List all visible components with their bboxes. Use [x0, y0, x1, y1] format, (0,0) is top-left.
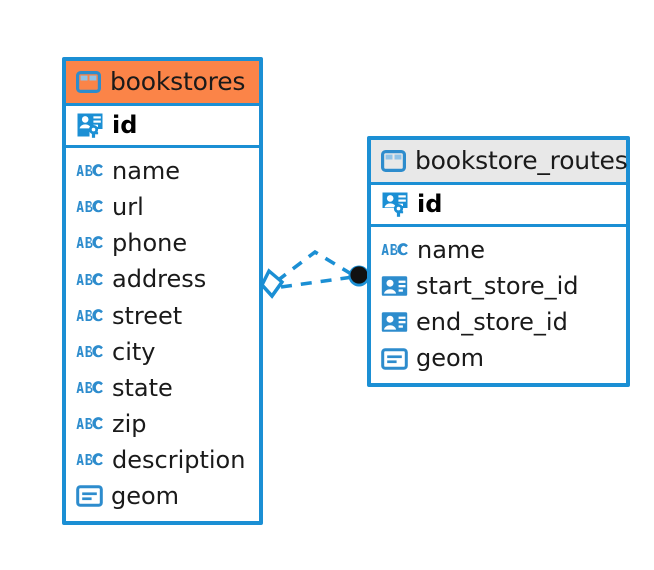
text-abc-icon: [76, 307, 104, 325]
foreign-key-icon: [381, 311, 408, 333]
field-row-name[interactable]: name: [371, 232, 626, 268]
field-row-address[interactable]: address: [66, 261, 259, 297]
text-abc-icon: [76, 343, 104, 361]
field-label: start_store_id: [416, 272, 579, 301]
foreign-key-icon: [381, 275, 408, 297]
text-abc-icon: [76, 271, 104, 289]
entity-bookstore-routes[interactable]: bookstore_routes: [367, 136, 630, 387]
entity-header-bookstore-routes[interactable]: bookstore_routes: [371, 140, 628, 182]
field-row-state[interactable]: state: [66, 370, 259, 406]
field-row-city[interactable]: city: [66, 334, 259, 370]
field-row-description[interactable]: description: [66, 442, 259, 478]
field-label: id: [112, 111, 138, 139]
field-row-primary-key[interactable]: id: [371, 182, 626, 227]
field-row-name[interactable]: name: [66, 153, 259, 189]
field-row-start-store-id[interactable]: start_store_id: [371, 268, 626, 304]
field-label: zip: [112, 410, 147, 439]
entity-title: bookstores: [110, 67, 246, 96]
text-abc-icon: [76, 451, 104, 469]
table-icon: [76, 70, 101, 93]
primary-key-icon: [381, 191, 409, 217]
entity-header-bookstores[interactable]: bookstores: [66, 61, 259, 103]
field-row-zip[interactable]: zip: [66, 406, 259, 442]
field-list-bookstores: name url: [66, 148, 259, 521]
field-row-geom[interactable]: geom: [371, 340, 626, 376]
field-label: geom: [111, 482, 180, 511]
field-label: description: [112, 446, 246, 475]
text-abc-icon: [76, 415, 104, 433]
field-row-street[interactable]: street: [66, 298, 259, 334]
text-abc-icon: [76, 234, 104, 252]
geometry-icon: [381, 347, 408, 370]
text-abc-icon: [381, 241, 409, 259]
text-abc-icon: [76, 379, 104, 397]
field-label: street: [112, 301, 183, 330]
primary-key-icon: [76, 112, 104, 138]
field-row-phone[interactable]: phone: [66, 225, 259, 261]
field-label: address: [112, 265, 207, 294]
table-icon: [381, 149, 406, 172]
field-label: name: [112, 157, 181, 185]
field-row-geom[interactable]: geom: [66, 478, 259, 514]
field-label: state: [112, 373, 173, 402]
text-abc-icon: [76, 162, 104, 180]
relationship-edge-arc: [275, 249, 354, 283]
field-label: name: [417, 236, 486, 264]
field-row-end-store-id[interactable]: end_store_id: [371, 304, 626, 340]
diamond-endpoint: [259, 268, 285, 299]
geometry-icon: [76, 485, 103, 508]
field-label: geom: [416, 344, 485, 373]
field-list-bookstore-routes: name start_store_id: [371, 227, 626, 383]
field-label: url: [112, 193, 144, 222]
relationship-edge-straight: [280, 275, 354, 289]
entity-bookstores[interactable]: bookstores: [62, 57, 263, 525]
field-row-url[interactable]: url: [66, 189, 259, 225]
field-label: id: [417, 190, 443, 218]
entity-title: bookstore_routes: [415, 146, 628, 175]
field-row-primary-key[interactable]: id: [66, 103, 259, 148]
text-abc-icon: [76, 198, 104, 216]
field-label: end_store_id: [416, 308, 568, 337]
field-label: city: [112, 337, 156, 366]
field-label: phone: [112, 229, 188, 258]
